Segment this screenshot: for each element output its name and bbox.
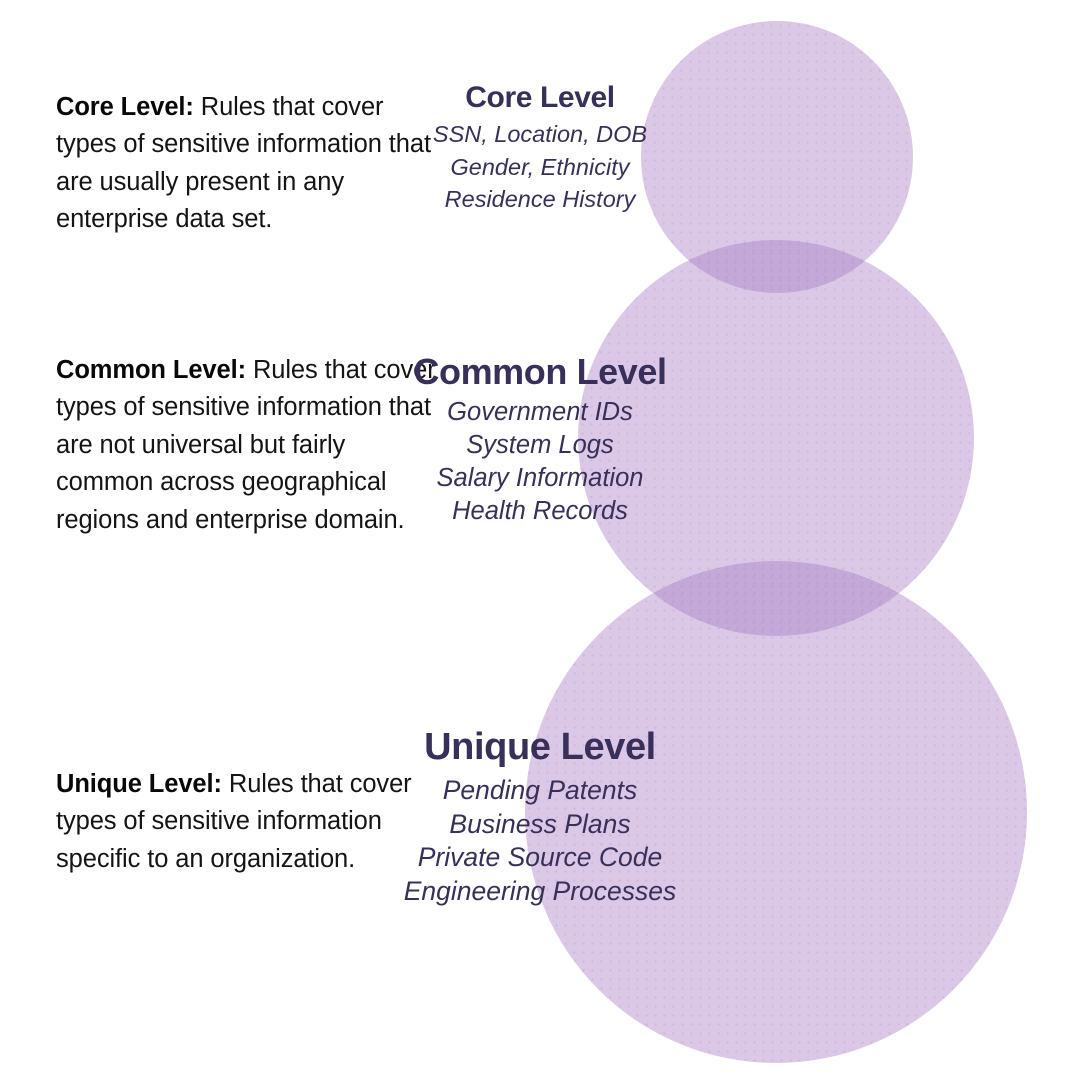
- description-column: Core Level: Rules that cover types of se…: [56, 0, 448, 1080]
- venn-circle-core: [641, 21, 913, 293]
- description-unique-lead: Unique Level:: [56, 769, 222, 798]
- description-unique: Unique Level: Rules that cover types of …: [56, 766, 448, 879]
- venn-title-core: Core Level: [465, 81, 615, 114]
- venn-item: Pending Patents: [442, 775, 638, 805]
- description-common: Common Level: Rules that cover types of …: [56, 352, 448, 540]
- venn-item: Health Records: [452, 497, 628, 525]
- venn-label-unique: Unique Level Pending Patents Business Pl…: [0, 723, 1080, 908]
- description-common-body: Rules that cover types of sensitive info…: [56, 355, 436, 534]
- venn-item: Government IDs: [447, 398, 633, 426]
- venn-label-common: Common Level Government IDs System Logs …: [0, 350, 1080, 528]
- venn-circle-common: [578, 240, 974, 636]
- description-common-lead: Common Level:: [56, 355, 246, 384]
- venn-title-unique: Unique Level: [424, 726, 656, 768]
- venn-item: SSN, Location, DOB: [432, 121, 648, 147]
- venn-item: Business Plans: [449, 808, 631, 839]
- venn-item: Engineering Processes: [403, 875, 677, 906]
- venn-items-core: SSN, Location, DOB Gender, Ethnicity Res…: [0, 118, 1080, 216]
- venn-item: Private Source Code: [417, 842, 663, 872]
- description-unique-body: Rules that cover types of sensitive info…: [56, 769, 412, 873]
- venn-item: Gender, Ethnicity: [450, 153, 630, 180]
- venn-title-common: Common Level: [413, 351, 667, 392]
- venn-item: Salary Information: [436, 464, 644, 492]
- venn-item: System Logs: [466, 431, 614, 459]
- description-core-body: Rules that cover types of sensitive info…: [56, 92, 431, 234]
- venn-items-unique: Pending Patents Business Plans Private S…: [0, 774, 1080, 908]
- description-core-lead: Core Level:: [56, 92, 194, 121]
- venn-item: Residence History: [444, 186, 636, 212]
- venn-circle-unique: [525, 561, 1027, 1063]
- venn-items-common: Government IDs System Logs Salary Inform…: [0, 396, 1080, 528]
- venn-label-core: Core Level SSN, Location, DOB Gender, Et…: [0, 80, 1080, 216]
- description-core: Core Level: Rules that cover types of se…: [56, 89, 448, 239]
